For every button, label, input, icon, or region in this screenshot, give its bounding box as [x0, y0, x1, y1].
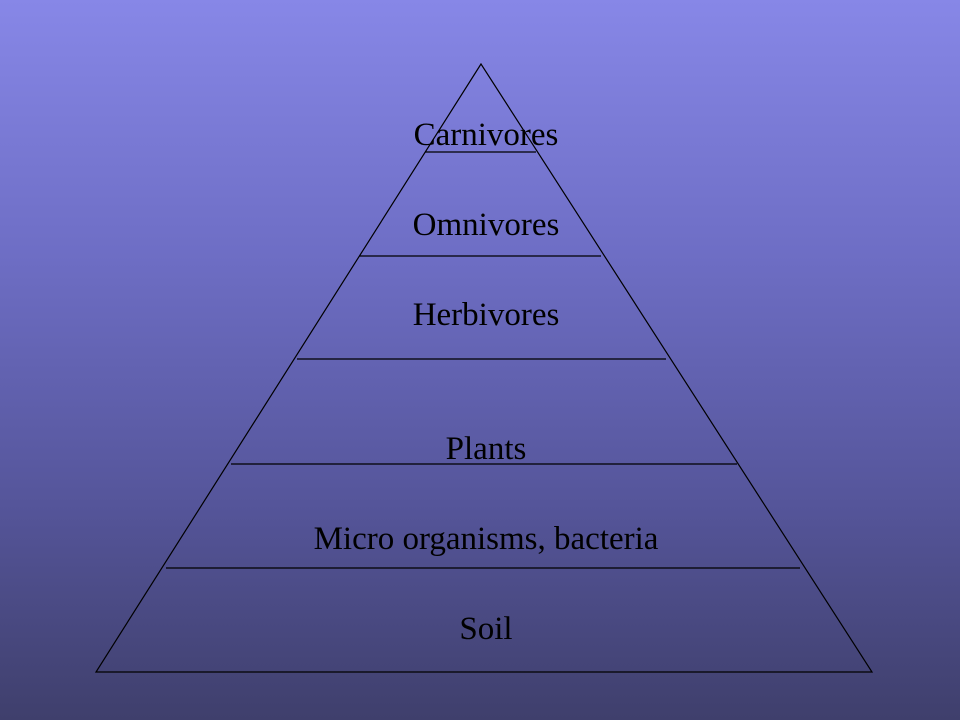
level-label-carnivores: Carnivores [414, 117, 559, 153]
level-label-omnivores: Omnivores [413, 207, 560, 243]
level-label-soil: Soil [459, 611, 512, 647]
level-label-herbivores: Herbivores [413, 297, 560, 333]
pyramid-outline [94, 62, 874, 673]
level-label-microorganisms: Micro organisms, bacteria [314, 521, 659, 557]
level-label-plants: Plants [446, 431, 527, 467]
